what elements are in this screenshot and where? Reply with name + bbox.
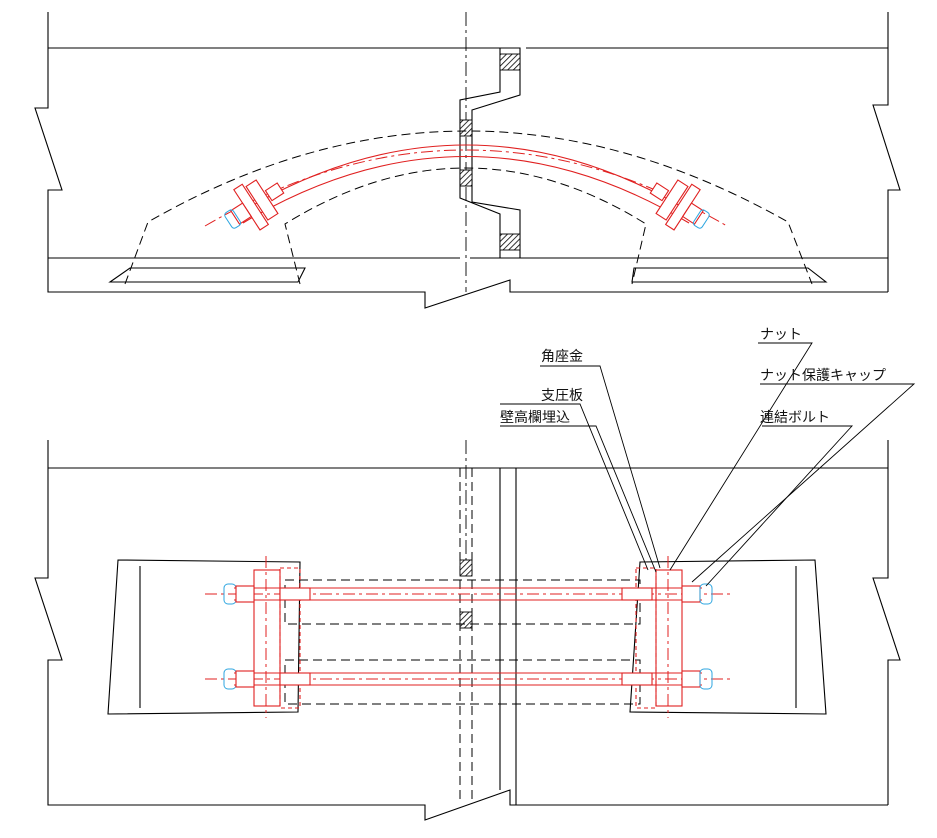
top-right-anchor [649, 179, 710, 231]
joint-filler-upper-mid [459, 119, 473, 137]
top-left-anchor [224, 179, 285, 231]
joint-filler-b [459, 611, 473, 629]
joint-filler-upper [499, 53, 521, 71]
connecting-bolt-upper [205, 583, 730, 605]
bottom-view: 角座金 支圧板 壁高欄埋込 ナット ナット保護キャップ 連結ボルト [34, 327, 916, 821]
joint-filler-lower-mid [459, 169, 473, 187]
label-nut: ナット [760, 327, 802, 343]
label-connecting-bolt: 連結ボルト [760, 410, 830, 426]
label-corner-washer: 角座金 [541, 349, 583, 365]
joint-filler-a [459, 559, 473, 577]
top-view [34, 12, 901, 309]
connecting-bolt-lower [205, 668, 730, 690]
label-bearing-plate: 支圧板 [541, 388, 583, 404]
leader-lines [500, 342, 916, 587]
label-nut-cap: ナット保護キャップ [760, 368, 886, 384]
joint-filler-lower [499, 233, 521, 251]
label-wall-rail-embed: 壁高欄埋込 [500, 409, 570, 426]
